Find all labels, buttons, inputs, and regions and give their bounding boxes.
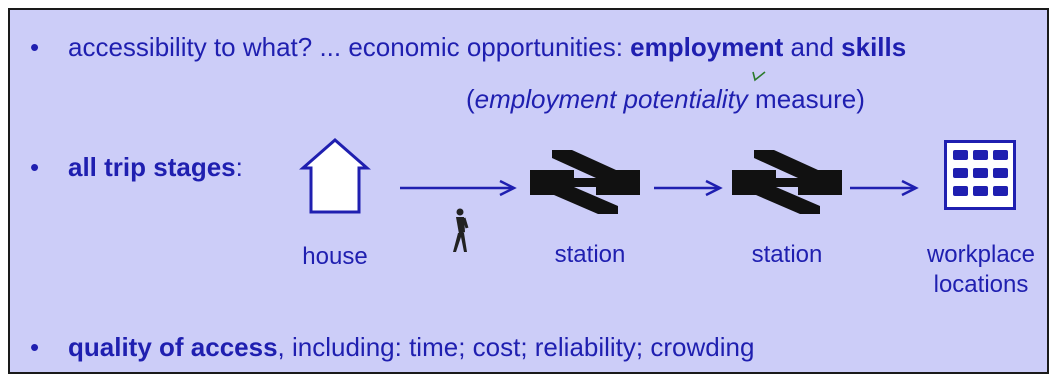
label-workplace: workplace	[926, 241, 1036, 268]
bullet-marker: •	[30, 32, 40, 62]
label-workplace-locations: workplace locations	[916, 240, 1046, 300]
text-quality-of-access: quality of access	[68, 332, 278, 362]
label-station-2: station	[751, 241, 823, 268]
walking-person-icon	[453, 208, 469, 252]
bullet-marker: •	[30, 332, 40, 362]
bullet-line-trip-stages: all trip stages:	[68, 152, 243, 182]
arrow-icon	[400, 179, 517, 197]
label-house: house	[302, 243, 368, 270]
measure-italic: employment potentiality	[474, 84, 748, 114]
text-segment: accessibility to what? ... economic oppo…	[68, 32, 631, 62]
paren-open: (	[466, 84, 475, 114]
bullet-line-accessibility: accessibility to what? ... economic oppo…	[68, 32, 906, 62]
label-locations: locations	[933, 271, 1029, 298]
text-employment: employment	[630, 32, 784, 62]
label-station-1: station	[554, 241, 626, 268]
text-colon: :	[235, 152, 243, 182]
rail-icon	[530, 150, 640, 214]
text-all-trip-stages: all trip stages	[68, 152, 236, 182]
text-segment: and	[783, 32, 842, 62]
rail-icon	[732, 150, 842, 214]
text-skills: skills	[841, 32, 907, 62]
measure-rest: measure)	[747, 84, 865, 114]
arrow-icon	[654, 179, 723, 197]
bullet-line-quality: quality of access, including: time; cost…	[68, 332, 754, 362]
office-building-icon	[944, 140, 1016, 210]
house-icon	[299, 138, 371, 214]
bullet-marker: •	[30, 152, 40, 182]
handwritten-check-mark-icon	[752, 71, 766, 82]
slide: • accessibility to what? ... economic op…	[8, 8, 1049, 374]
text-segment: , including: time; cost; reliability; cr…	[277, 332, 755, 362]
measure-note: (employment potentiality measure)	[466, 84, 865, 114]
arrow-icon	[850, 179, 919, 197]
